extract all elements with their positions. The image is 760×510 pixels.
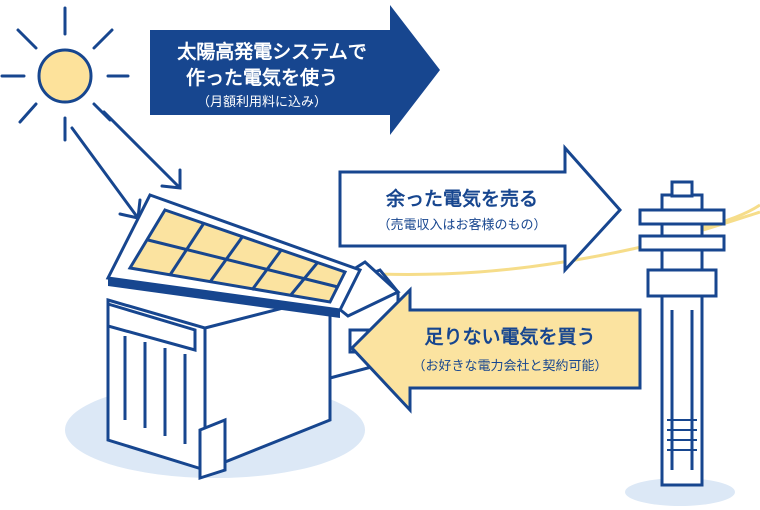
pole-ground-shadow — [625, 478, 735, 506]
house-with-solar-panels-icon — [105, 193, 401, 481]
arrow-sell-title: 余った電気を売る — [385, 187, 538, 210]
arrow-buy: 足りない電気を買う （お好きな電力会社と契約可能） — [349, 286, 642, 414]
solar-panels — [127, 208, 348, 304]
arrow-sell-sub: （売電収入はお客様のもの） — [377, 217, 546, 233]
arrow-self-use-sub: （月額利用料に込み） — [197, 95, 327, 110]
sun-icon — [0, 6, 130, 142]
arrow-buy-sub: （お好きな電力会社と契約可能） — [412, 358, 607, 374]
arrow-buy-title: 足りない電気を買う — [424, 325, 595, 348]
utility-pole-icon — [638, 180, 726, 487]
arrow-self-use: 太陽高発電システムで 作った電気を使う （月額利用料に込み） — [150, 5, 440, 135]
arrow-sell: 余った電気を売る （売電収入はお客様のもの） — [338, 144, 623, 274]
power-line-2 — [699, 203, 760, 230]
arrow-self-use-line2: 作った電気を使う — [186, 66, 338, 89]
arrow-self-use-line1: 太陽高発電システムで — [177, 40, 366, 63]
